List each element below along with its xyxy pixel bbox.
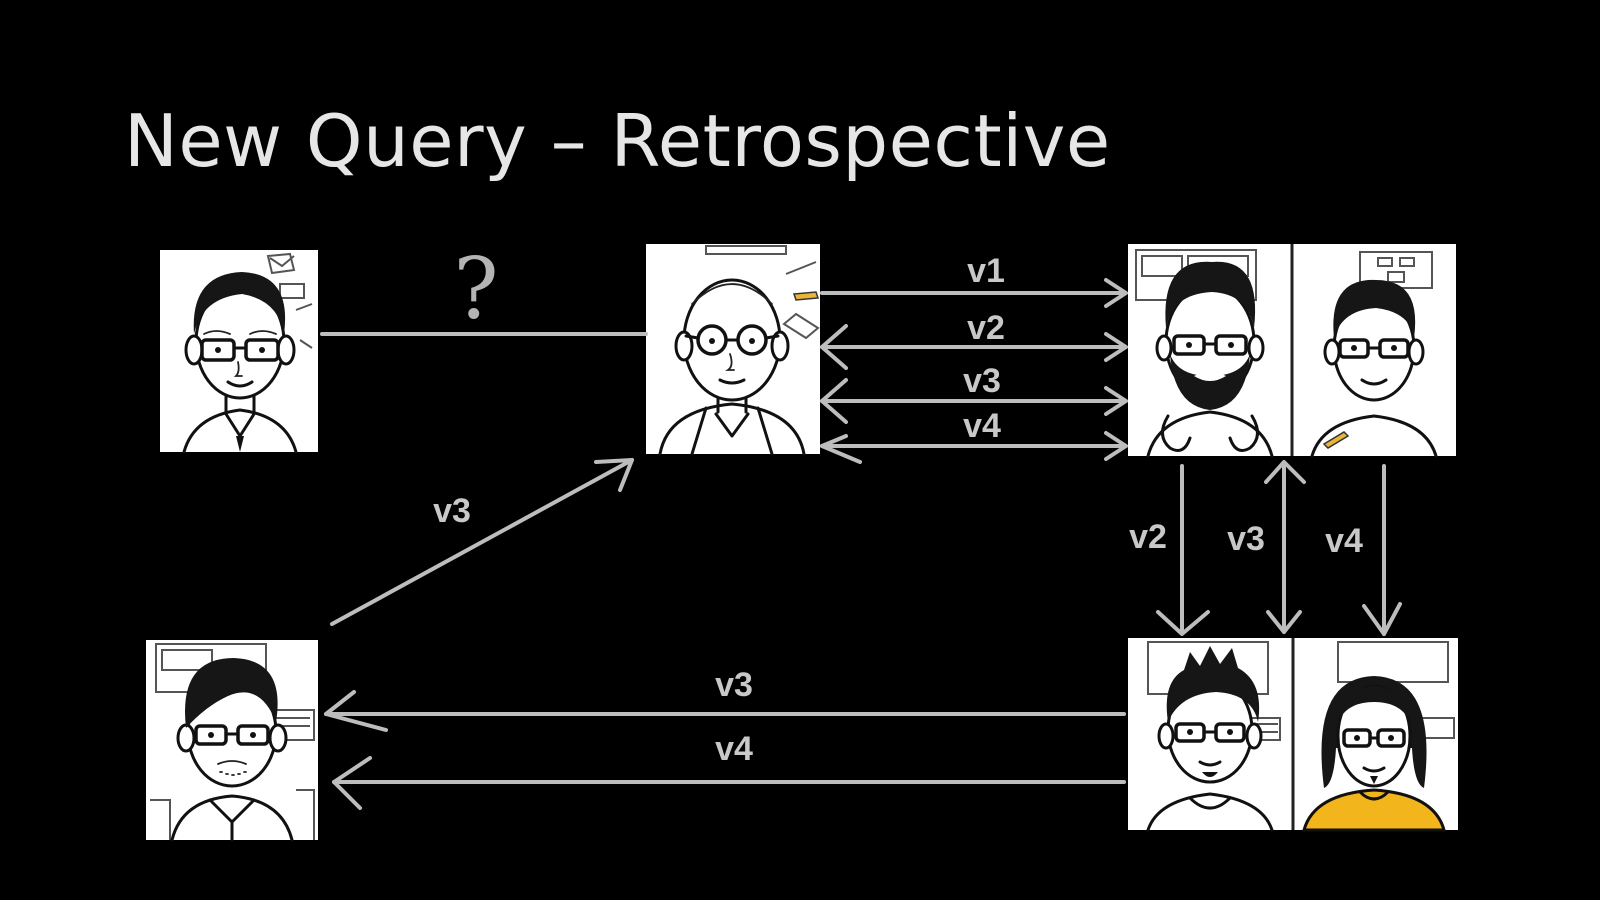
edge-team-to-reviewer-v4: v4	[332, 730, 1126, 810]
edge-label-v2-down: v2	[1129, 518, 1167, 556]
edge-label-question: ?	[453, 240, 498, 338]
edge-team-to-reviewer-v3: v3	[324, 666, 1126, 732]
node-team-bottom	[1128, 638, 1458, 832]
edge-label-v4: v4	[963, 407, 1001, 445]
edge-requester-to-scientist: ?	[320, 240, 648, 338]
node-reviewer	[146, 640, 318, 842]
edge-scientist-team-v2: v2	[820, 309, 1128, 370]
edge-scientist-team-v4: v4	[820, 407, 1128, 464]
edge-label-v1: v1	[967, 252, 1005, 290]
edge-label-v4-down: v4	[1325, 522, 1363, 560]
edge-label-v3: v3	[963, 362, 1001, 400]
person-portrait-icon	[146, 640, 318, 842]
person-portrait-icon	[160, 250, 318, 454]
bald-person-portrait-icon	[646, 244, 820, 456]
edge-reviewer-to-scientist-v3: v3	[330, 458, 634, 626]
edge-team-down-v4: v4	[1325, 464, 1402, 636]
two-person-portrait-icon	[1128, 638, 1458, 832]
node-requester	[160, 250, 318, 454]
edge-team-down-v2: v2	[1129, 464, 1210, 636]
edge-scientist-team-v3: v3	[820, 362, 1128, 424]
edge-label-v4-bottom: v4	[715, 730, 753, 768]
node-team-top	[1128, 244, 1456, 458]
edge-label-v3-bottom: v3	[715, 666, 753, 704]
edge-label-v2: v2	[967, 309, 1005, 347]
slide-title: New Query – Retrospective	[124, 99, 1111, 183]
edge-label-v3-diag: v3	[433, 492, 471, 530]
edge-team-up-v3: v3	[1227, 460, 1306, 634]
edge-label-v3-up: v3	[1227, 520, 1265, 558]
edge-scientist-to-team-v1: v1	[820, 252, 1128, 308]
two-person-portrait-icon	[1128, 244, 1456, 458]
node-scientist	[646, 244, 820, 456]
